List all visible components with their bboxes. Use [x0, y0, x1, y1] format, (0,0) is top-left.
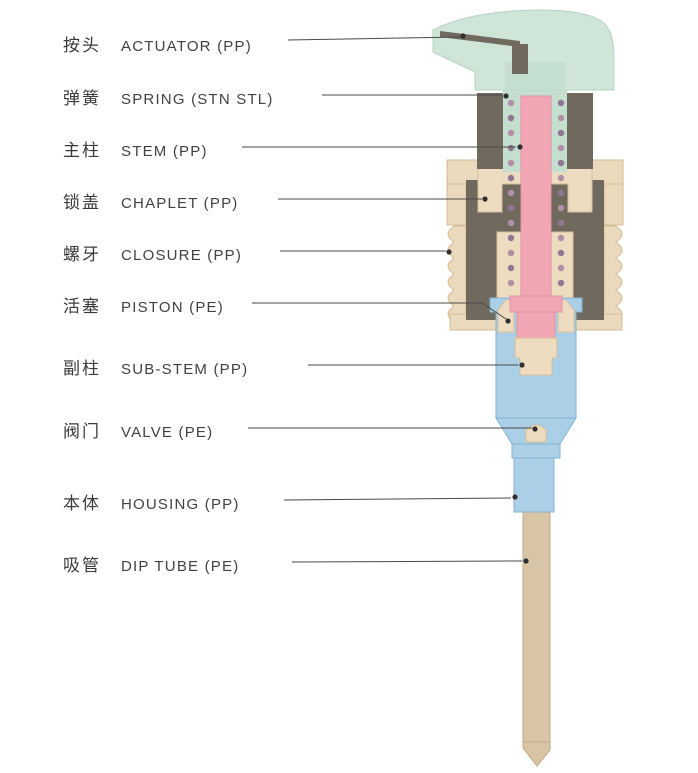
- part-label-en: HOUSING (PP): [121, 496, 240, 513]
- part-label-en: CHAPLET (PP): [121, 195, 239, 212]
- part-label-en: ACTUATOR (PP): [121, 38, 252, 55]
- anchor-housing: [512, 494, 518, 500]
- leader-piston: [252, 302, 507, 320]
- anchor-dip-tube: [523, 558, 529, 564]
- closure-right-wall: [603, 183, 624, 226]
- part-label-zh: 按头: [63, 36, 101, 55]
- part-label-actuator: 按头 ACTUATOR (PP): [63, 31, 252, 56]
- part-label-en: VALVE (PE): [121, 424, 214, 441]
- valve-shape: [525, 424, 547, 443]
- anchor-actuator: [460, 33, 466, 39]
- part-label-en: SPRING (STN STL): [121, 91, 274, 108]
- part-label-zh: 副柱: [63, 359, 101, 378]
- anchor-piston: [505, 318, 511, 324]
- part-label-en: PISTON (PE): [121, 299, 224, 316]
- part-label-closure: 螺牙 CLOSURE (PP): [63, 240, 242, 265]
- part-label-zh: 螺牙: [63, 245, 101, 264]
- part-label-zh: 活塞: [63, 297, 101, 316]
- stem-flange: [509, 295, 563, 313]
- part-label-stem: 主柱 STEM (PP): [63, 136, 208, 161]
- skirt-wall-right: [567, 93, 593, 169]
- part-label-zh: 主柱: [63, 141, 101, 160]
- part-label-zh: 吸管: [63, 556, 101, 575]
- anchor-closure: [446, 249, 452, 255]
- anchor-spring: [503, 93, 509, 99]
- anchor-chaplet: [482, 196, 488, 202]
- part-label-chaplet: 锁盖 CHAPLET (PP): [63, 188, 238, 213]
- anchor-stem: [517, 144, 523, 150]
- stem-lower: [516, 311, 556, 339]
- part-label-sub-stem: 副柱 SUB-STEM (PP): [63, 354, 248, 379]
- anchor-sub-stem: [519, 362, 525, 368]
- anchor-valve: [532, 426, 538, 432]
- part-label-zh: 弹簧: [63, 89, 101, 108]
- part-label-housing: 本体 HOUSING (PP): [63, 489, 240, 514]
- housing-spigot: [513, 457, 555, 513]
- leader-dip-tube: [291, 560, 523, 563]
- sub-stem-shape: [514, 337, 558, 376]
- part-label-zh: 本体: [63, 494, 101, 513]
- closure-left-wall: [446, 183, 467, 226]
- part-label-en: SUB-STEM (PP): [121, 361, 249, 378]
- spring-coils: [507, 99, 565, 287]
- skirt-wall-left: [477, 93, 503, 169]
- part-label-en: DIP TUBE (PE): [121, 558, 240, 575]
- closure-right-thread: [603, 225, 623, 323]
- part-label-spring: 弹簧 SPRING (STN STL): [63, 84, 274, 109]
- part-label-piston: 活塞 PISTON (PE): [63, 292, 224, 317]
- part-label-zh: 阀门: [63, 422, 101, 441]
- closure-left-thread: [447, 225, 467, 323]
- nozzle-channel-horizontal: [440, 31, 520, 47]
- part-label-valve: 阀门 VALVE (PE): [63, 417, 213, 442]
- nozzle-channel-vertical: [512, 44, 528, 74]
- part-label-en: CLOSURE (PP): [121, 247, 243, 264]
- stem-shape: [520, 95, 552, 312]
- part-label-zh: 锁盖: [63, 193, 101, 212]
- leader-lines: [242, 33, 538, 564]
- part-label-en: STEM (PP): [121, 143, 208, 160]
- leader-housing: [283, 497, 512, 501]
- dip-tube-shape: [522, 499, 551, 743]
- leader-actuator: [287, 36, 461, 41]
- dip-tube-tip: [522, 741, 551, 767]
- housing-valve-seat: [511, 443, 561, 459]
- part-label-dip-tube: 吸管 DIP TUBE (PE): [63, 551, 239, 576]
